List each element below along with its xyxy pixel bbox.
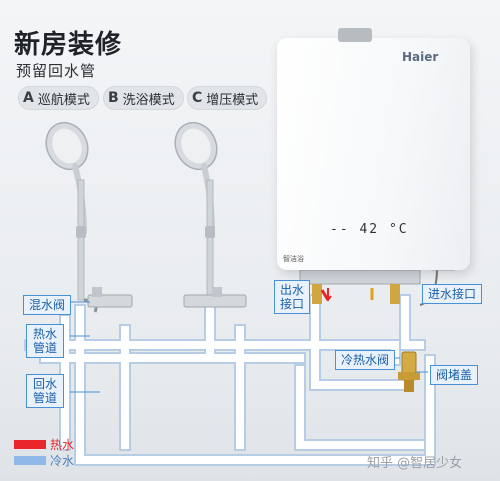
hot-pipe-label: 热水 管道: [26, 324, 64, 358]
legend-cold-swatch: [14, 456, 46, 465]
return-pipe-label-line1: 回水: [32, 377, 57, 391]
heater-brand-logo: Haier: [402, 50, 439, 64]
hot-cold-valve-illustration: [398, 351, 420, 392]
return-pipe-label: 回水 管道: [26, 374, 64, 408]
valve-cap-label: 阀堵盖: [430, 365, 479, 385]
mode-a-pill: A 巡航模式: [18, 86, 99, 110]
inlet-label: 进水接口: [422, 284, 483, 304]
callout-lines: [70, 301, 428, 393]
mode-letter: B: [108, 90, 119, 106]
return-pipe-label-line2: 管道: [32, 391, 57, 405]
mixing-valve-label: 混水阀: [23, 295, 72, 315]
hot-cold-valve-label: 冷热水阀: [335, 350, 396, 370]
mode-letter: C: [192, 90, 203, 106]
mode-label: 洗浴模式: [122, 92, 175, 108]
watermark-text: 知乎 @智居少女: [367, 456, 463, 471]
outlet-label: 出水 接口: [274, 280, 310, 314]
page-subtitle: 预留回水管: [16, 62, 97, 80]
heater-display: -- 42 °C: [330, 222, 409, 237]
shower-right: [174, 121, 247, 308]
outlet-label-line1: 出水: [280, 283, 305, 297]
hot-pipe-label-line2: 管道: [32, 341, 57, 355]
legend-hot-swatch: [14, 440, 46, 449]
water-heater: [277, 38, 470, 270]
outlet-label-line2: 接口: [280, 297, 305, 311]
heater-display-logo: 智洁浴: [283, 255, 304, 263]
pipe-network: [24, 294, 436, 466]
mode-b-pill: B 洗浴模式: [103, 86, 184, 110]
heater-flue: [338, 28, 372, 42]
mode-letter: A: [23, 90, 34, 106]
shower-left: [45, 121, 133, 313]
hot-pipe-label-line1: 热水: [32, 327, 57, 341]
mode-c-pill: C 增压模式: [187, 86, 268, 110]
mode-label: 巡航模式: [37, 92, 90, 108]
legend-hot-label: 热水: [50, 438, 75, 452]
mode-label: 增压模式: [206, 92, 259, 108]
page-title: 新房装修: [14, 30, 123, 60]
legend-cold-label: 冷水: [50, 454, 75, 468]
